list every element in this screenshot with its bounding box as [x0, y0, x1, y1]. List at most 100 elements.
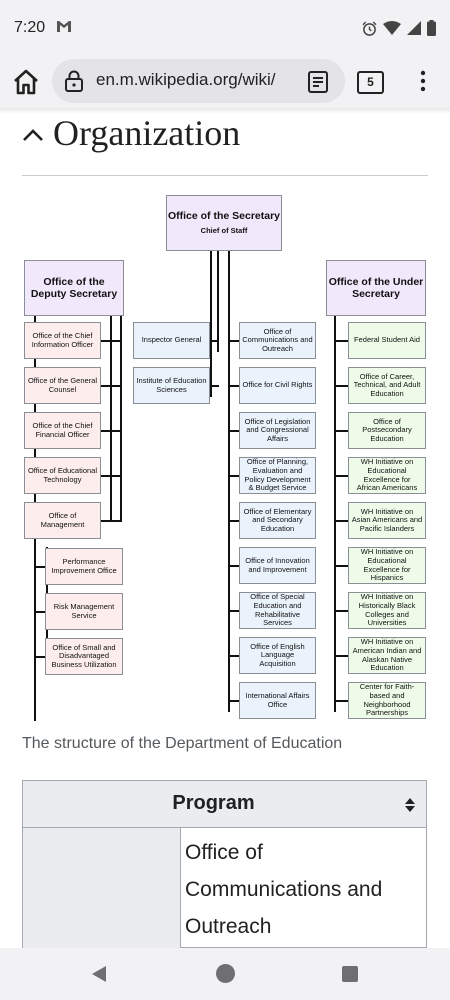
reader-mode-icon[interactable] — [305, 69, 331, 95]
connector-line — [230, 610, 239, 612]
connector-line — [336, 655, 348, 657]
connector-line — [101, 340, 122, 342]
org-chart[interactable]: Office of the Secretary Chief of Staff O… — [22, 193, 428, 725]
secretary-office-box-label: Office of Planning, Evaluation and Polic… — [244, 457, 311, 493]
secretary-office-box: International Affairs Office — [239, 682, 316, 719]
connector-line — [36, 566, 46, 568]
management-office-box-label: Performance Improvement Office — [51, 556, 117, 575]
under-secretary-office-box: WH Initiative on Historically Black Coll… — [348, 592, 426, 629]
cell-signal-icon — [407, 21, 421, 35]
secretary-office-box: Office for Civil Rights — [239, 367, 316, 404]
connector-line — [230, 700, 239, 702]
connector-line — [334, 286, 336, 712]
independent-office-box: Inspector General — [133, 322, 210, 359]
home-nav-icon[interactable] — [216, 964, 235, 983]
under-secretary-office-box-label: WH Initiative on Asian Americans and Pac… — [351, 506, 423, 533]
connector-line — [230, 655, 239, 657]
secretary-office-box-label: Office of Legislation and Congressional … — [244, 416, 311, 443]
deputy-office-box-label: Office of Educational Technology — [27, 465, 98, 484]
secretary-office-box-label: Office for Civil Rights — [242, 380, 313, 390]
toolbar-shadow — [0, 108, 450, 114]
table-cell-office: Office of Communications and Outreach — [185, 841, 383, 938]
deputy-office-box-label: Office of the Chief Financial Officer — [32, 420, 93, 439]
under-secretary-office-box-label: Office of Postsecondary Education — [362, 416, 412, 443]
connector-line — [230, 340, 239, 342]
under-secretary-office-box-label: WH Initiative on Historically Black Coll… — [358, 592, 416, 628]
chart-caption: The structure of the Department of Educa… — [22, 735, 343, 752]
independent-office-box: Institute of Education Sciences — [133, 367, 210, 404]
connector-line — [101, 385, 122, 387]
office-of-the-secretary-box: Office of the Secretary Chief of Staff — [166, 195, 282, 251]
recents-icon[interactable] — [342, 966, 358, 982]
connector-line — [120, 286, 122, 522]
secretary-office-box: Office of English Language Acquisition — [239, 637, 316, 674]
table-header-program[interactable]: Program — [172, 792, 255, 814]
sort-icon[interactable] — [404, 797, 416, 813]
connector-line — [210, 250, 212, 397]
deputy-office-box: Office of Management — [24, 502, 101, 539]
connector-line — [36, 656, 46, 658]
secretary-office-box: Office of Innovation and Improvement — [239, 547, 316, 584]
secretary-office-box-label: Office of English Language Acquisition — [250, 641, 305, 668]
deputy-office-box: Office of the General Counsel — [24, 367, 101, 404]
connector-line — [336, 475, 348, 477]
connector-line — [336, 565, 348, 567]
wifi-icon — [383, 21, 401, 35]
connector-line — [110, 286, 112, 522]
management-office-box-label: Risk Management Service — [53, 601, 115, 620]
table-header[interactable] — [22, 780, 427, 828]
secretary-office-box: Office of Elementary and Secondary Educa… — [239, 502, 316, 539]
under-secretary-office-box: Office of Career, Technical, and Adult E… — [348, 367, 426, 404]
heading-divider — [22, 175, 428, 176]
secretary-office-box-label: International Affairs Office — [245, 690, 310, 709]
connector-line — [217, 250, 219, 352]
connector-line — [336, 610, 348, 612]
deputy-office-box: Office of Educational Technology — [24, 457, 101, 494]
deputy-office-box-label: Office of the Chief Information Officer — [31, 330, 94, 349]
management-office-box: Risk Management Service — [45, 593, 123, 630]
connector-line — [230, 385, 239, 387]
gmail-notification-icon — [57, 21, 71, 32]
under-secretary-office-box-label: Center for Faith-based and Neighborhood … — [359, 682, 415, 718]
overflow-menu-icon[interactable] — [412, 68, 434, 94]
connector-line — [336, 700, 348, 702]
connector-line — [230, 475, 239, 477]
secretary-office-box-label: Office of Innovation and Improvement — [245, 555, 310, 574]
deputy-office-box-label: Office of the General Counsel — [27, 375, 98, 394]
collapse-chevron-icon[interactable] — [22, 128, 44, 142]
back-icon[interactable] — [90, 965, 108, 983]
office-of-the-deputy-secretary-box: Office of the Deputy Secretary — [24, 260, 124, 316]
connector-line — [101, 520, 122, 522]
under-secretary-office-box: Office of Postsecondary Education — [348, 412, 426, 449]
lock-icon[interactable] — [62, 69, 86, 93]
status-icons — [362, 17, 436, 39]
connector-line — [230, 565, 239, 567]
secretary-office-box-label: Office of Elementary and Secondary Educa… — [243, 506, 312, 533]
secretary-office-box: Office of Planning, Evaluation and Polic… — [239, 457, 316, 494]
connector-line — [210, 340, 219, 342]
under-secretary-office-box: WH Initiative on Asian Americans and Pac… — [348, 502, 426, 539]
under-secretary-office-box-label: WH Initiative on Educational Excellence … — [360, 547, 414, 583]
connector-line — [336, 520, 348, 522]
connector-line — [101, 430, 122, 432]
home-icon[interactable] — [10, 66, 42, 98]
independent-office-box-label: Inspector General — [141, 335, 202, 345]
connector-line — [36, 611, 46, 613]
under-secretary-office-box-label: Federal Student Aid — [354, 335, 420, 345]
connector-line — [336, 340, 348, 342]
under-secretary-office-box-label: WH Initiative on American Indian and Ala… — [352, 637, 422, 673]
tab-switcher-button[interactable]: 5 — [357, 71, 384, 94]
deputy-office-box: Office of the Chief Financial Officer — [24, 412, 101, 449]
connector-line — [336, 430, 348, 432]
url-bar[interactable] — [52, 59, 345, 103]
under-secretary-office-box: WH Initiative on Educational Excellence … — [348, 547, 426, 584]
connector-line — [101, 475, 122, 477]
alarm-icon — [362, 20, 377, 36]
connector-line — [230, 430, 239, 432]
secretary-office-box: Office of Legislation and Congressional … — [239, 412, 316, 449]
url-text[interactable]: en.m.wikipedia.org/wiki/ — [96, 70, 276, 89]
section-heading[interactable]: Organization — [53, 113, 241, 153]
under-secretary-office-box: WH Initiative on Educational Excellence … — [348, 457, 426, 494]
secretary-office-box: Office of Communications and Outreach — [239, 322, 316, 359]
connector-line — [228, 250, 230, 712]
